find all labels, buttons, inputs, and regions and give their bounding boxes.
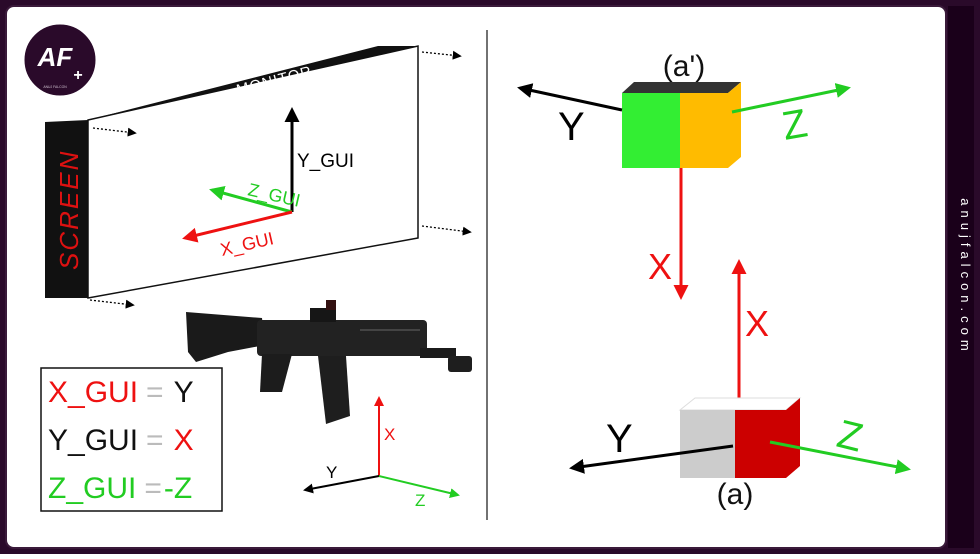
monitor-screen-face bbox=[87, 45, 419, 299]
mapping-eq: = bbox=[144, 472, 162, 505]
world-axes: X Y Z bbox=[303, 396, 460, 510]
mapping-lhs: Y_GUI bbox=[48, 424, 138, 457]
screen-label: SCREEN bbox=[54, 150, 84, 270]
gui-axes: Y_GUI Z_GUI X_GUI bbox=[182, 107, 354, 261]
side-url-text: anujfalcon.com bbox=[958, 198, 973, 355]
depth-arrow bbox=[92, 127, 137, 137]
y-gui-label: Y_GUI bbox=[297, 151, 354, 172]
cube-a-prime-z-axis bbox=[731, 83, 851, 114]
cube-a-x-label: X bbox=[745, 303, 769, 344]
cube-a-prime-x-label: X bbox=[648, 246, 672, 287]
cube-left-face bbox=[680, 410, 735, 478]
cube-right-face bbox=[680, 82, 741, 168]
z-gui-axis bbox=[209, 185, 293, 214]
logo-plus: + bbox=[73, 67, 82, 84]
cube-top-face bbox=[622, 82, 741, 93]
world-x-label: X bbox=[384, 425, 395, 444]
cube-right-face bbox=[735, 398, 800, 478]
monitor-side-face bbox=[45, 120, 88, 298]
mapping-eq: = bbox=[146, 376, 164, 409]
world-z-axis bbox=[378, 475, 460, 498]
cube-a-y-label: Y bbox=[606, 417, 633, 461]
mapping-lhs: X_GUI bbox=[48, 376, 138, 409]
cube-a-prime-y-label: Y bbox=[558, 105, 585, 149]
x-gui-axis bbox=[182, 210, 293, 243]
cube-left-face bbox=[622, 93, 680, 168]
mapping-box-border bbox=[40, 367, 223, 512]
mapping-row: X_GUI= Y bbox=[48, 376, 194, 409]
mapping-row: Z_GUI=-Z bbox=[48, 472, 192, 505]
mapping-box: X_GUI=Y Y_GUI=X Z_GUI=-Z bbox=[40, 367, 223, 512]
cube-a-prime: (a') Y Z X bbox=[517, 50, 851, 300]
world-y-axis bbox=[303, 475, 380, 494]
cube-a-y-axis bbox=[569, 444, 734, 474]
mapping-lhs: Z_GUI bbox=[48, 472, 136, 505]
depth-arrow bbox=[421, 225, 472, 236]
logo-tagline: ANUJ FALCON bbox=[43, 85, 67, 89]
world-y-label: Y bbox=[326, 463, 337, 482]
mapping-eq: = bbox=[146, 424, 164, 457]
cube-a-label: (a) bbox=[717, 478, 754, 511]
mapping-rhs: -Z bbox=[164, 472, 192, 505]
world-z-label: Z bbox=[415, 491, 425, 510]
cube-a-z-axis bbox=[769, 440, 911, 475]
depth-arrow bbox=[89, 299, 135, 309]
mapping-row: Y_GUI= X bbox=[48, 424, 194, 457]
mapping-rhs: X bbox=[174, 424, 194, 457]
side-bar bbox=[948, 6, 974, 548]
logo-letters: AF bbox=[37, 42, 74, 72]
mapping-rhs: Y bbox=[174, 376, 194, 409]
brand-logo: AF + ANUJ FALCON bbox=[21, 21, 99, 99]
cube-a-prime-y-axis bbox=[517, 83, 623, 112]
cube-top-face bbox=[678, 397, 802, 411]
monitor-3d: MONITOR SCREEN bbox=[45, 45, 472, 309]
cube-a-prime-label: (a') bbox=[663, 50, 705, 83]
rifle-icon bbox=[186, 300, 472, 424]
